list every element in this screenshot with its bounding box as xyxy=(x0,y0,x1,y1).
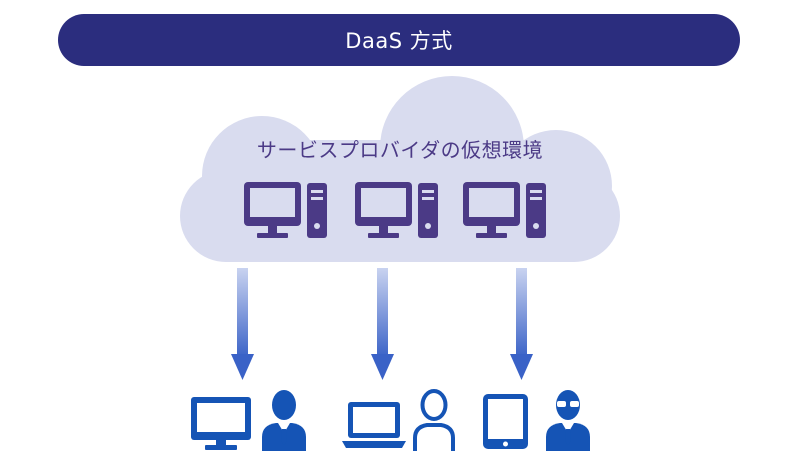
server-2-icon xyxy=(355,182,438,238)
arrow-down-icon xyxy=(371,268,394,380)
cloud-label: サービスプロバイダの仮想環境 xyxy=(256,138,544,162)
laptop-icon xyxy=(342,402,406,448)
server-1-icon xyxy=(244,182,327,238)
arrow-down-icon xyxy=(510,268,533,380)
server-3-icon xyxy=(463,182,546,238)
arrow-down-icon xyxy=(231,268,254,380)
cloud-shape xyxy=(180,76,620,262)
monitor-icon xyxy=(191,397,251,450)
tablet-icon xyxy=(483,394,528,449)
user-outline-icon xyxy=(413,389,455,451)
user-suit-icon xyxy=(262,390,306,451)
title-banner: DaaS 方式 xyxy=(58,14,740,66)
user-glasses-icon xyxy=(546,390,590,451)
banner-title: DaaS 方式 xyxy=(345,29,453,53)
